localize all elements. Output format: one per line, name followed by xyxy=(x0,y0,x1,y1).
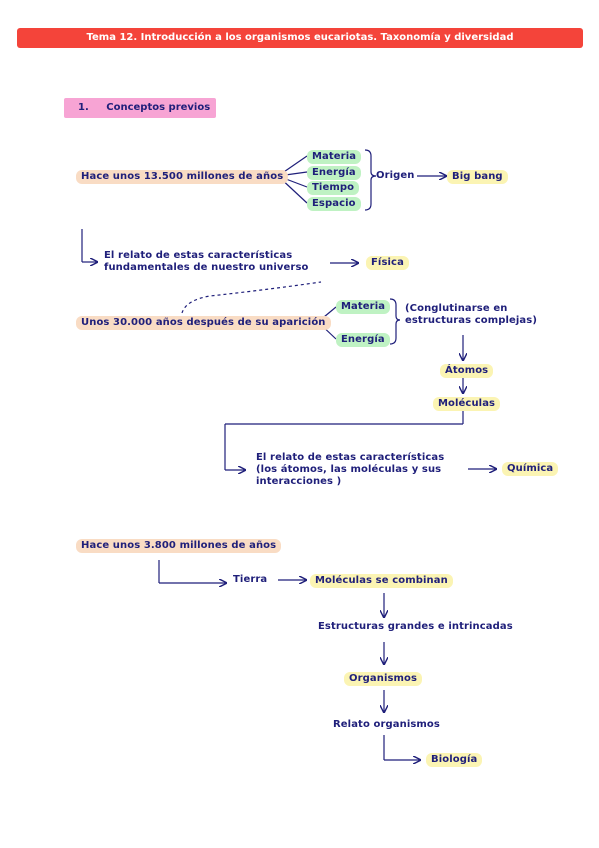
item-energia-2: Energía xyxy=(336,333,390,347)
chemistry-description: El relato de estas características (los … xyxy=(256,452,444,488)
item-tiempo: Tiempo xyxy=(307,181,360,195)
big-bang-label: Big bang xyxy=(447,170,508,184)
physics-description: El relato de estas características funda… xyxy=(104,250,308,274)
chemistry-description-line2: (los átomos, las moléculas y sus xyxy=(256,464,442,475)
physics-description-line2: fundamentales de nuestro universo xyxy=(104,262,309,273)
science-quimica: Química xyxy=(502,462,559,476)
organisms-label: Organismos xyxy=(344,672,423,686)
conglutinate-note: (Conglutinarse en estructuras complejas) xyxy=(405,303,537,327)
molecules-label: Moléculas xyxy=(433,397,501,411)
section-heading: 1. Conceptos previos xyxy=(64,98,216,118)
time-13500-million: Hace unos 13.500 millones de años xyxy=(76,170,289,184)
molecules-combine-label: Moléculas se combinan xyxy=(310,574,453,588)
science-biologia: Biología xyxy=(426,753,483,767)
origin-label: Origen xyxy=(376,170,415,181)
chemistry-description-line1: El relato de estas características xyxy=(256,452,445,463)
item-materia-2: Materia xyxy=(336,300,391,314)
item-espacio: Espacio xyxy=(307,197,361,211)
atoms-label: Átomos xyxy=(440,364,494,378)
chemistry-description-line3: interacciones ) xyxy=(256,476,342,487)
organisms-story-label: Relato organismos xyxy=(333,719,440,730)
time-3800-million: Hace unos 3.800 millones de años xyxy=(76,539,282,553)
science-fisica: Física xyxy=(366,256,409,270)
item-materia: Materia xyxy=(307,150,362,164)
section-number: 1. xyxy=(78,102,89,113)
structures-label: Estructuras grandes e intrincadas xyxy=(318,621,513,632)
conglutinate-note-line1: (Conglutinarse en xyxy=(405,303,508,314)
conglutinate-note-line2: estructuras complejas) xyxy=(405,315,537,326)
time-30000-years: Unos 30.000 años después de su aparición xyxy=(76,316,331,330)
section-title-text: Conceptos previos xyxy=(106,102,211,113)
physics-description-line1: El relato de estas características xyxy=(104,250,293,261)
item-energia: Energía xyxy=(307,166,361,180)
earth-label: Tierra xyxy=(233,574,268,585)
document-title: Tema 12. Introducción a los organismos e… xyxy=(17,28,583,48)
